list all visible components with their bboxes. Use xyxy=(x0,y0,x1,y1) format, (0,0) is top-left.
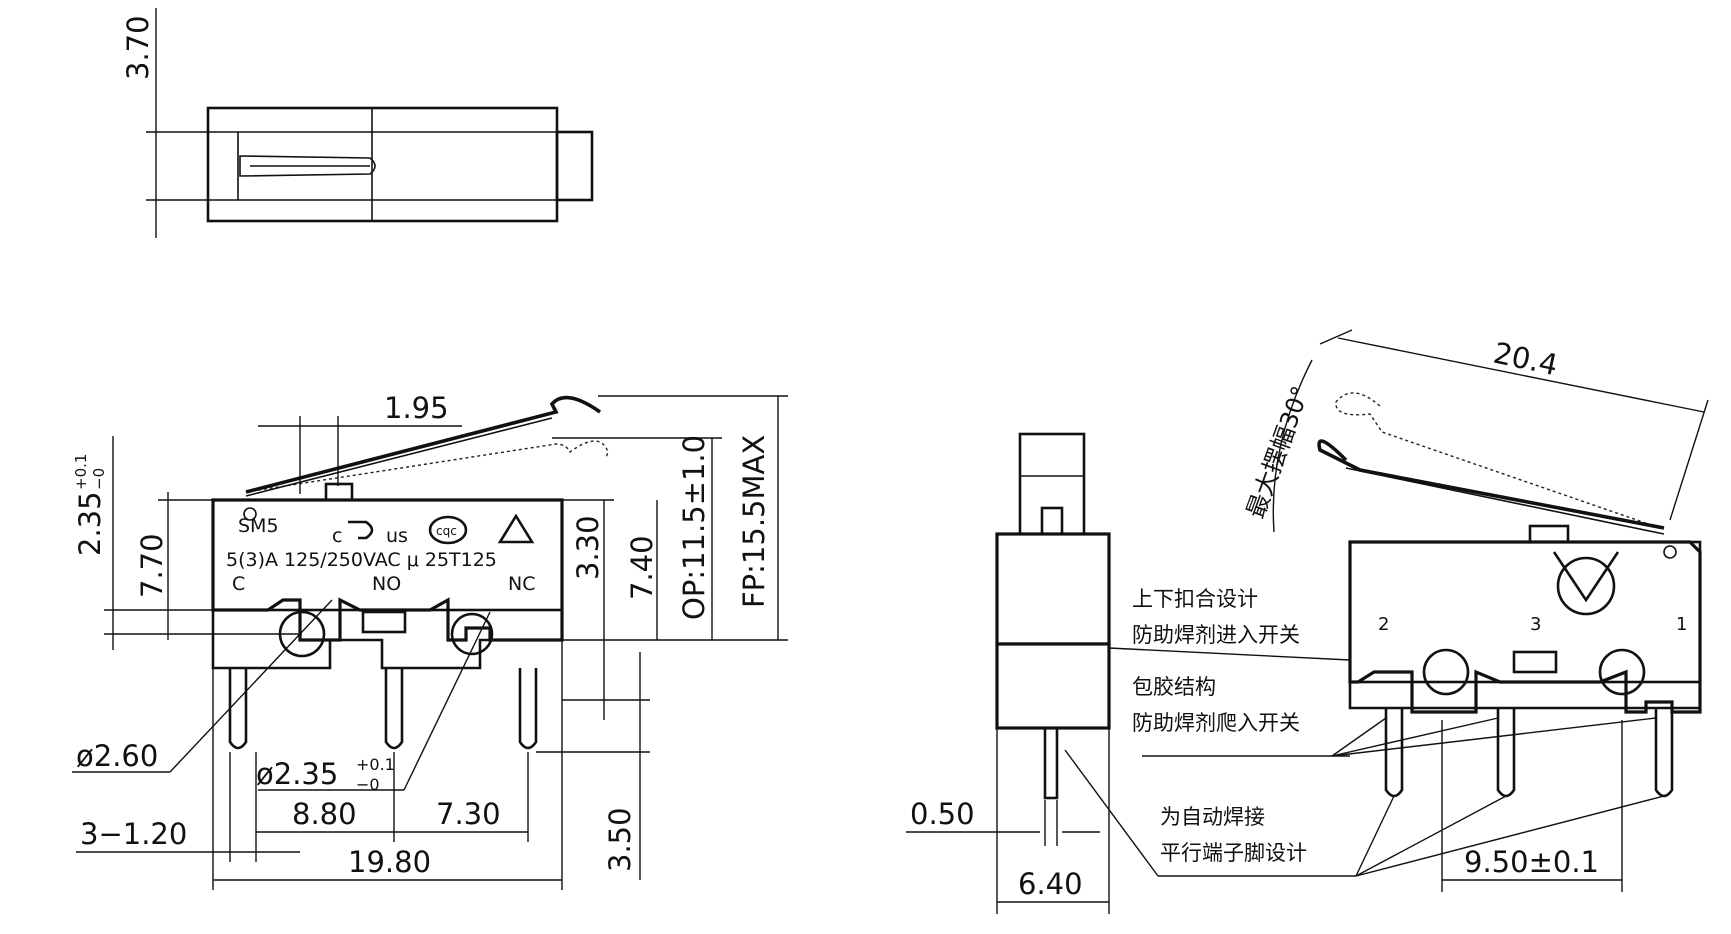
iso-view: 最大摆幅30° 20.4 2 3 1 9.50±0.1 xyxy=(1241,329,1709,892)
cqc-logo xyxy=(428,515,468,545)
front-dim-fp: FP:15.5MAX xyxy=(737,435,771,608)
top-dim-height: 3.70 xyxy=(121,15,155,80)
iso-ground-symbol xyxy=(1663,545,1677,559)
side-body-lower xyxy=(995,642,1111,730)
iso-dim-lever-length: 20.4 xyxy=(1491,336,1561,383)
callout-notes: 上下扣合设计 防助焊剂进入开关 包胶结构 防助焊剂爬入开关 为自动焊接 平行端子… xyxy=(1064,587,1665,877)
iso-pin-1: 1 xyxy=(1676,614,1687,635)
top-view-button xyxy=(555,130,594,202)
front-dim-pitch-left: 8.80 xyxy=(292,797,357,831)
front-dim-travel-tol-up: +0.1 xyxy=(72,454,90,490)
pin-no xyxy=(384,668,404,750)
front-dim-travel: 2.35 xyxy=(73,491,107,556)
note3-line2: 平行端子脚设计 xyxy=(1160,841,1307,865)
top-view-body xyxy=(206,106,559,223)
side-pin xyxy=(1043,726,1059,800)
front-view: SM5 c us cqc 5(3)A 125/250VAC μ 25T125 C… xyxy=(72,391,788,890)
mark-ul-c: c xyxy=(332,525,342,547)
iso-pin-2: 2 xyxy=(1378,614,1389,635)
iso-pin-left xyxy=(1384,708,1404,798)
side-actuator xyxy=(1040,506,1064,536)
mark-model: SM5 xyxy=(238,515,279,537)
mark-terminal-c: C xyxy=(232,573,245,595)
pin-nc xyxy=(518,668,538,750)
pin-c xyxy=(228,668,248,750)
iso-max-swing: 最大摆幅30° xyxy=(1241,382,1315,522)
mark-ground-symbol xyxy=(243,507,257,521)
front-dim-hole-top: 3.30 xyxy=(571,515,605,580)
top-view-lever xyxy=(239,155,376,177)
front-dim-body-height: 7.70 xyxy=(135,533,169,598)
front-actuator xyxy=(324,482,354,502)
iso-lever xyxy=(1317,439,1665,530)
note2-line1: 包胶结构 xyxy=(1132,675,1216,699)
front-dim-pitch-right: 7.30 xyxy=(436,797,501,831)
iso-pin-right xyxy=(1654,708,1674,798)
brand-logo xyxy=(1556,556,1616,616)
note1-line1: 上下扣合设计 xyxy=(1132,587,1258,611)
front-dim-hole-small: ø2.35 xyxy=(256,757,338,791)
front-dim-pin-length: 3.50 xyxy=(603,807,637,872)
note2-line2: 防助焊剂爬入开关 xyxy=(1132,711,1300,735)
swing-arc xyxy=(1272,359,1313,533)
note3-line1: 为自动焊接 xyxy=(1160,805,1265,829)
front-lever-ghost xyxy=(245,440,609,493)
iso-lever-ghost xyxy=(1335,392,1661,529)
front-dim-hole-small-tol-low: −0 xyxy=(356,775,380,794)
front-dim-body-length: 19.80 xyxy=(348,845,431,879)
warning-triangle-icon xyxy=(497,513,535,544)
side-dim-pin-thickness: 0.50 xyxy=(910,797,975,831)
front-lever xyxy=(245,395,602,494)
mark-cqc: cqc xyxy=(436,524,457,538)
side-view: 0.50 6.40 xyxy=(906,432,1111,914)
top-view: 3.70 xyxy=(121,8,594,238)
front-hole-right xyxy=(450,612,494,656)
mark-terminal-nc: NC xyxy=(508,573,535,595)
iso-hole-right xyxy=(1598,648,1646,696)
note1-line2: 防助焊剂进入开关 xyxy=(1132,623,1300,647)
iso-hole-left xyxy=(1422,648,1470,696)
mark-terminal-no: NO xyxy=(372,573,401,595)
front-dim-hole-large: ø2.60 xyxy=(76,739,158,773)
iso-actuator xyxy=(1528,524,1570,544)
side-button xyxy=(1018,432,1086,536)
mark-rating: 5(3)A 125/250VAC μ 25T125 xyxy=(226,549,497,571)
iso-pin-mid xyxy=(1496,708,1516,798)
iso-slot xyxy=(1512,650,1558,674)
front-slot xyxy=(361,610,407,634)
iso-pin-3: 3 xyxy=(1530,614,1541,635)
front-dim-pin-width: 3−1.20 xyxy=(80,817,187,851)
mark-ul-us: us xyxy=(386,525,408,547)
side-body-upper xyxy=(995,532,1111,646)
side-dim-body-width: 6.40 xyxy=(1018,867,1083,901)
front-dim-travel-tol-low: −0 xyxy=(90,468,108,490)
front-dim-lever-offset: 1.95 xyxy=(384,391,449,425)
front-dim-hole-small-tol-up: +0.1 xyxy=(356,755,395,774)
ul-logo xyxy=(348,520,374,540)
front-dim-op: OP:11.5±1.0 xyxy=(677,435,711,620)
front-dim-hole-lever: 7.40 xyxy=(625,535,659,600)
iso-dim-terminal-pitch: 9.50±0.1 xyxy=(1464,845,1599,879)
iso-body xyxy=(1348,540,1702,714)
